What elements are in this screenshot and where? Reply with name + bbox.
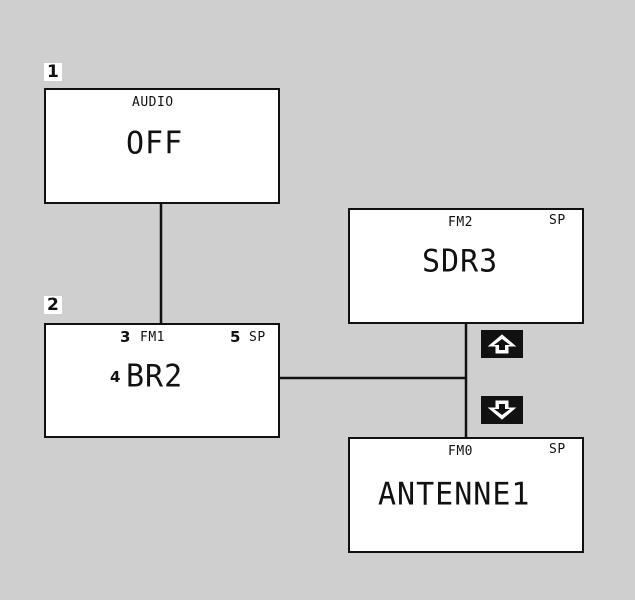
fm0-mode: SP bbox=[549, 442, 566, 457]
arrow-up-button[interactable] bbox=[481, 330, 523, 358]
display-fm0: FM0 SP ANTENNE1 bbox=[348, 437, 584, 553]
fm2-station: SDR3 bbox=[422, 243, 499, 280]
arrow-up-icon bbox=[487, 334, 517, 354]
fm0-band: FM0 bbox=[448, 444, 473, 459]
step-number-1: 1 bbox=[44, 63, 62, 81]
fm0-station: ANTENNE1 bbox=[378, 476, 531, 513]
audio-label: AUDIO bbox=[132, 95, 174, 110]
callout-5: 5 bbox=[230, 328, 241, 346]
display-fm1: 3 FM1 5 SP 4 BR2 bbox=[44, 323, 280, 438]
step-number-2: 2 bbox=[44, 296, 62, 314]
fm1-station: BR2 bbox=[126, 358, 184, 395]
display-audio-off: AUDIO OFF bbox=[44, 88, 280, 204]
audio-status: OFF bbox=[126, 125, 184, 162]
arrow-down-button[interactable] bbox=[481, 396, 523, 424]
fm2-band: FM2 bbox=[448, 215, 473, 230]
fm2-mode: SP bbox=[549, 213, 566, 228]
arrow-down-icon bbox=[487, 400, 517, 420]
fm1-band: FM1 bbox=[140, 330, 165, 345]
fm1-mode: SP bbox=[249, 330, 266, 345]
callout-3: 3 bbox=[120, 328, 131, 346]
callout-4: 4 bbox=[110, 368, 121, 386]
display-fm2: FM2 SP SDR3 bbox=[348, 208, 584, 324]
